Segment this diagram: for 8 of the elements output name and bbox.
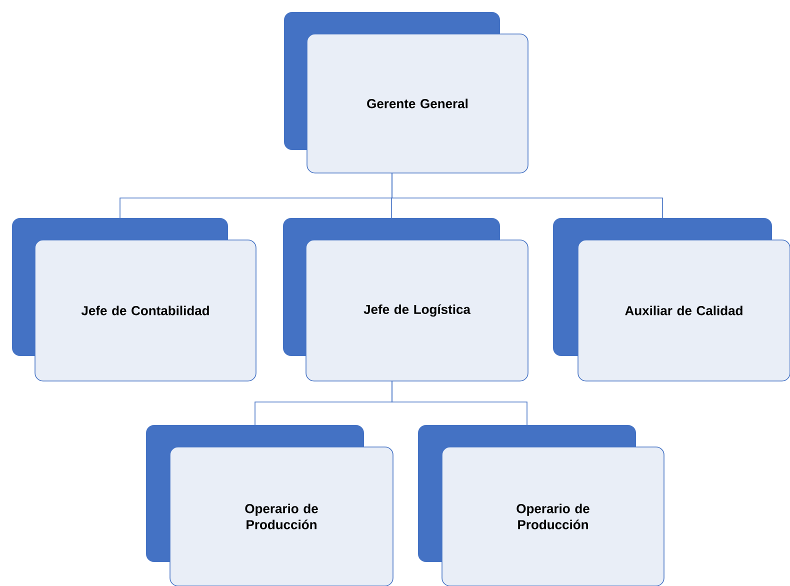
connector-line [392,380,528,426]
org-box: Operario de Producción [418,424,664,586]
org-box: Auxiliar de Calidad [553,218,790,382]
org-box: Gerente General [284,12,528,174]
connector-line [392,172,663,218]
org-box: Operario de Producción [146,424,394,586]
org-box: Jefe de Logística [283,218,528,382]
org-box: Jefe de Contabilidad [12,218,256,382]
